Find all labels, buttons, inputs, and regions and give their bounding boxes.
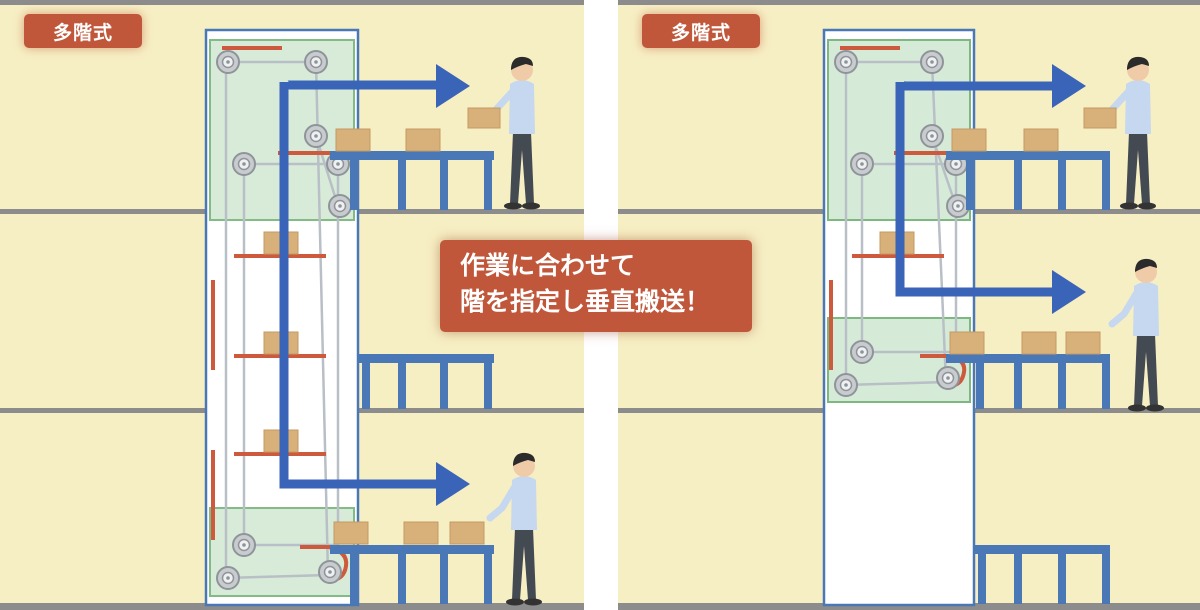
flow-arrow-icon bbox=[895, 82, 1058, 297]
callout-line-1: 作業に合わせて bbox=[460, 251, 636, 280]
worker-icon bbox=[467, 56, 540, 210]
left-panel-label: 多階式 bbox=[24, 14, 142, 48]
worker-icon bbox=[486, 452, 542, 606]
worker-icon bbox=[1108, 258, 1164, 412]
worker-icon bbox=[1083, 56, 1156, 210]
flow-arrow-icon bbox=[279, 82, 442, 489]
right-panel-label: 多階式 bbox=[642, 14, 760, 48]
callout-box: 作業に合わせて 階を指定し垂直搬送！ bbox=[440, 240, 752, 332]
right-panel bbox=[618, 0, 1200, 610]
callout-line-2: 階を指定し垂直搬送！ bbox=[460, 287, 711, 316]
